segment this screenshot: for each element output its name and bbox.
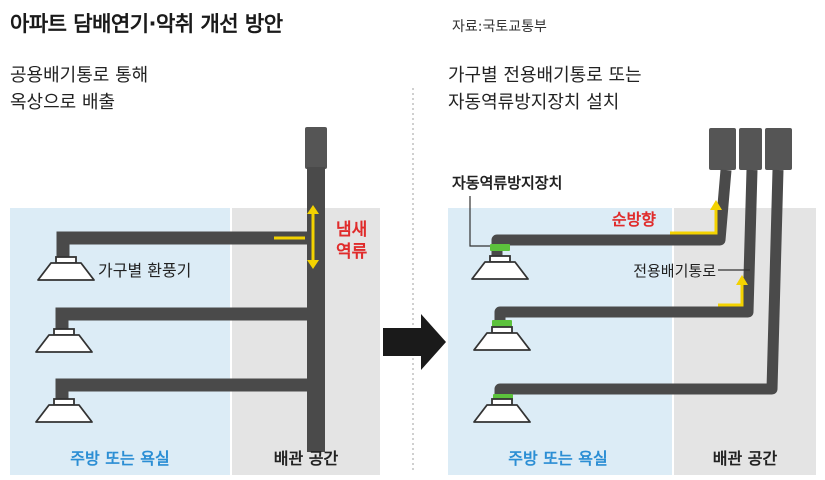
forward-flow-label: 순방향 (612, 210, 656, 229)
left-description-line1: 공용배기통로 통해 (10, 65, 149, 86)
forward-flow-arrow-icon (670, 200, 722, 235)
damper-label: 자동역류방지장치 (452, 174, 562, 192)
backflow-label-line1: 냄새 (336, 220, 367, 240)
page-title: 아파트 담배연기·악취 개선 방안 (10, 12, 283, 36)
right-pipe-space-label: 배관 공간 (713, 449, 778, 468)
left-pipe-space-label: 배관 공간 (274, 449, 339, 468)
left-kitchen-label: 주방 또는 욕실 (70, 449, 169, 468)
damper-icon (490, 244, 510, 251)
backflow-label-line2: 역류 (336, 242, 368, 262)
left-description-line2: 옥상으로 배출 (10, 92, 116, 113)
damper-callout-line (469, 196, 490, 247)
right-roof-cap-1 (709, 128, 736, 170)
right-roof-cap-3 (765, 128, 792, 170)
fan-label: 가구별 환풍기 (98, 261, 191, 280)
right-description-line1: 가구별 전용배기통로 또는 (448, 65, 642, 86)
forward-flow-arrow-icon (718, 275, 748, 307)
left-branch-pipe-3 (55, 378, 316, 400)
duct-label: 전용배기통로 (633, 262, 716, 280)
right-description-line2: 자동역류방지장치 설치 (448, 92, 620, 113)
right-kitchen-label: 주방 또는 욕실 (508, 449, 607, 468)
backflow-arrow-icon (274, 205, 319, 269)
source-credit: 자료:국토교통부 (452, 19, 547, 35)
damper-icon (492, 320, 512, 327)
left-roof-cap (305, 127, 327, 169)
left-pipe-space-zone (232, 208, 380, 475)
big-right-arrow-icon (383, 314, 446, 370)
left-branch-pipe-2 (55, 307, 316, 334)
right-roof-cap-2 (739, 128, 762, 170)
